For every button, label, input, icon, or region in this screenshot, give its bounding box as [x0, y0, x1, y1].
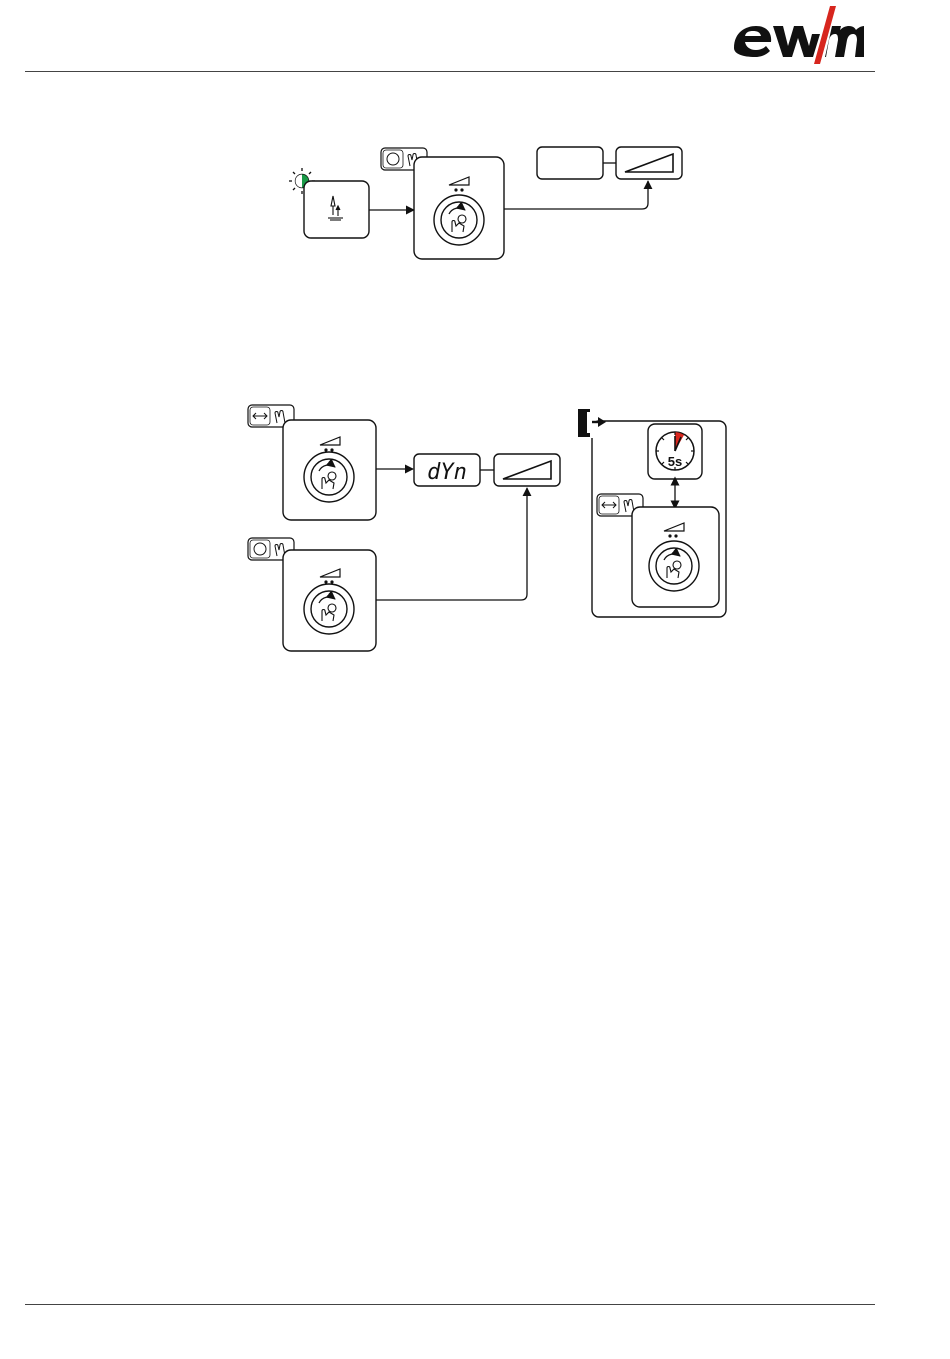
timer-5s-icon: 5s [648, 424, 702, 479]
parameter-knob-exit[interactable] [632, 507, 719, 607]
display-dyn-text: dYn [427, 460, 467, 485]
slope-parameter-icon-2 [494, 454, 560, 486]
display-dyn: dYn [414, 454, 480, 486]
parameter-knob-top[interactable] [283, 420, 376, 520]
timer-text: 5s [668, 454, 682, 469]
parameter-knob-bottom[interactable] [283, 550, 376, 651]
